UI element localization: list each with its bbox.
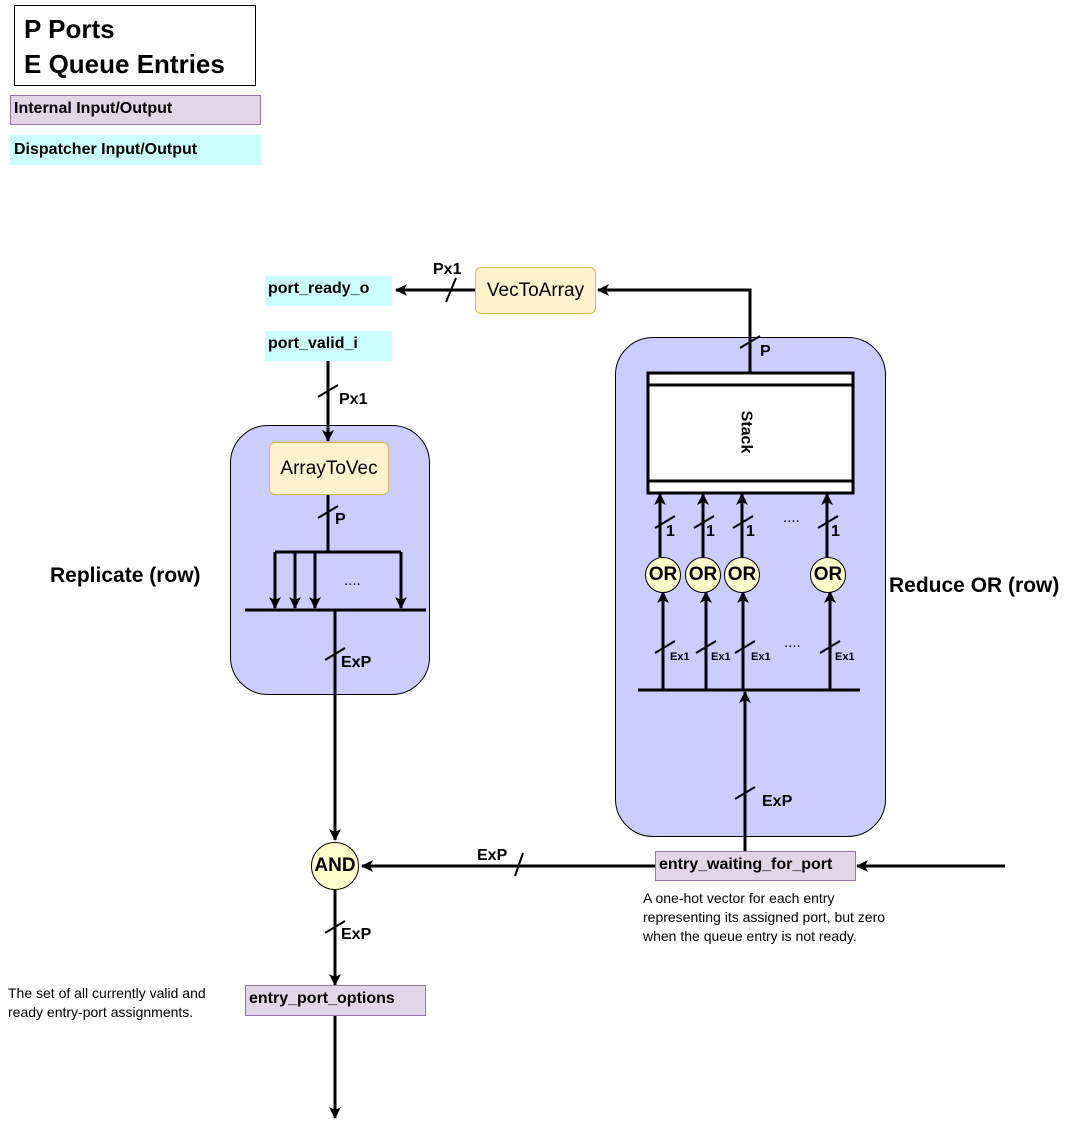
bus-one-3: 1 — [746, 523, 755, 540]
bus-ex1-n: Ex1 — [835, 651, 855, 663]
slash-ex1-2 — [695, 640, 717, 654]
slash-exp-and-out — [324, 920, 346, 934]
entry-waiting-for-port-signal: entry_waiting_for_port — [655, 851, 856, 881]
port-valid-i-signal: port_valid_i — [265, 331, 392, 361]
slash-exp-and-in — [514, 852, 524, 877]
or-gate-1: OR — [645, 557, 681, 593]
slash-p-array — [317, 505, 339, 519]
slash-p-stack — [739, 335, 761, 349]
slash-ex1-3 — [734, 640, 756, 654]
stack-label: Stack — [737, 410, 755, 454]
legend-internal: Internal Input/Output — [10, 95, 261, 125]
legend-box: P Ports E Queue Entries — [14, 5, 256, 86]
bus-one-n: 1 — [831, 523, 840, 540]
bus-exp-replicate: ExP — [341, 654, 372, 671]
bus-ex1-1: Ex1 — [670, 651, 690, 663]
bus-exp-and-out: ExP — [341, 926, 372, 943]
replicate-ellipsis: .... — [344, 572, 361, 589]
bus-ex1-3: Ex1 — [751, 651, 771, 663]
slash-one-n — [817, 515, 839, 529]
bus-exp-and-in: ExP — [477, 847, 508, 864]
bus-px1-top: Px1 — [433, 261, 462, 278]
or-gate-3: OR — [724, 557, 760, 593]
slash-one-3 — [732, 515, 754, 529]
bus-one-1: 1 — [666, 523, 675, 540]
and-gate: AND — [311, 842, 359, 890]
slash-ex1-1 — [654, 640, 676, 654]
port-ready-o-signal: port_ready_o — [265, 276, 392, 306]
reduce-ellipsis: .... — [784, 634, 801, 651]
or-gate-n: OR — [810, 557, 846, 593]
or-gate-2: OR — [685, 557, 721, 593]
vectoarray-block: VecToArray — [475, 267, 596, 314]
slash-px1-left — [317, 384, 339, 398]
bus-p-stack: P — [760, 343, 771, 360]
entry-options-note: The set of all currently valid and ready… — [8, 985, 206, 1020]
bus-one-2: 1 — [706, 523, 715, 540]
slash-one-1 — [654, 515, 676, 529]
stack-to-vectoarray-wire — [597, 284, 752, 372]
entry-port-options-signal: entry_port_options — [245, 985, 426, 1016]
bus-p-array: P — [335, 511, 346, 528]
stack-block — [646, 371, 855, 495]
bus-exp-reduce: ExP — [762, 793, 793, 810]
slash-px1-top — [445, 277, 457, 303]
slash-exp-reduce — [734, 786, 756, 800]
legend-entries: E Queue Entries — [24, 49, 225, 79]
stack-ellipsis: .... — [783, 509, 800, 526]
bus-px1-left: Px1 — [339, 391, 368, 408]
entry-waiting-note: A one-hot vector for each entry represen… — [643, 890, 886, 944]
replicate-region — [230, 425, 430, 695]
slash-exp-replicate — [324, 647, 346, 661]
reduce-or-label: Reduce OR (row) — [889, 574, 1060, 597]
legend-ports: P Ports — [24, 14, 115, 44]
legend-dispatcher: Dispatcher Input/Output — [10, 135, 261, 165]
slash-one-2 — [693, 515, 715, 529]
replicate-label: Replicate (row) — [50, 564, 201, 587]
arraytovec-block: ArrayToVec — [269, 442, 389, 495]
slash-ex1-n — [819, 640, 841, 654]
bus-ex1-2: Ex1 — [711, 651, 731, 663]
